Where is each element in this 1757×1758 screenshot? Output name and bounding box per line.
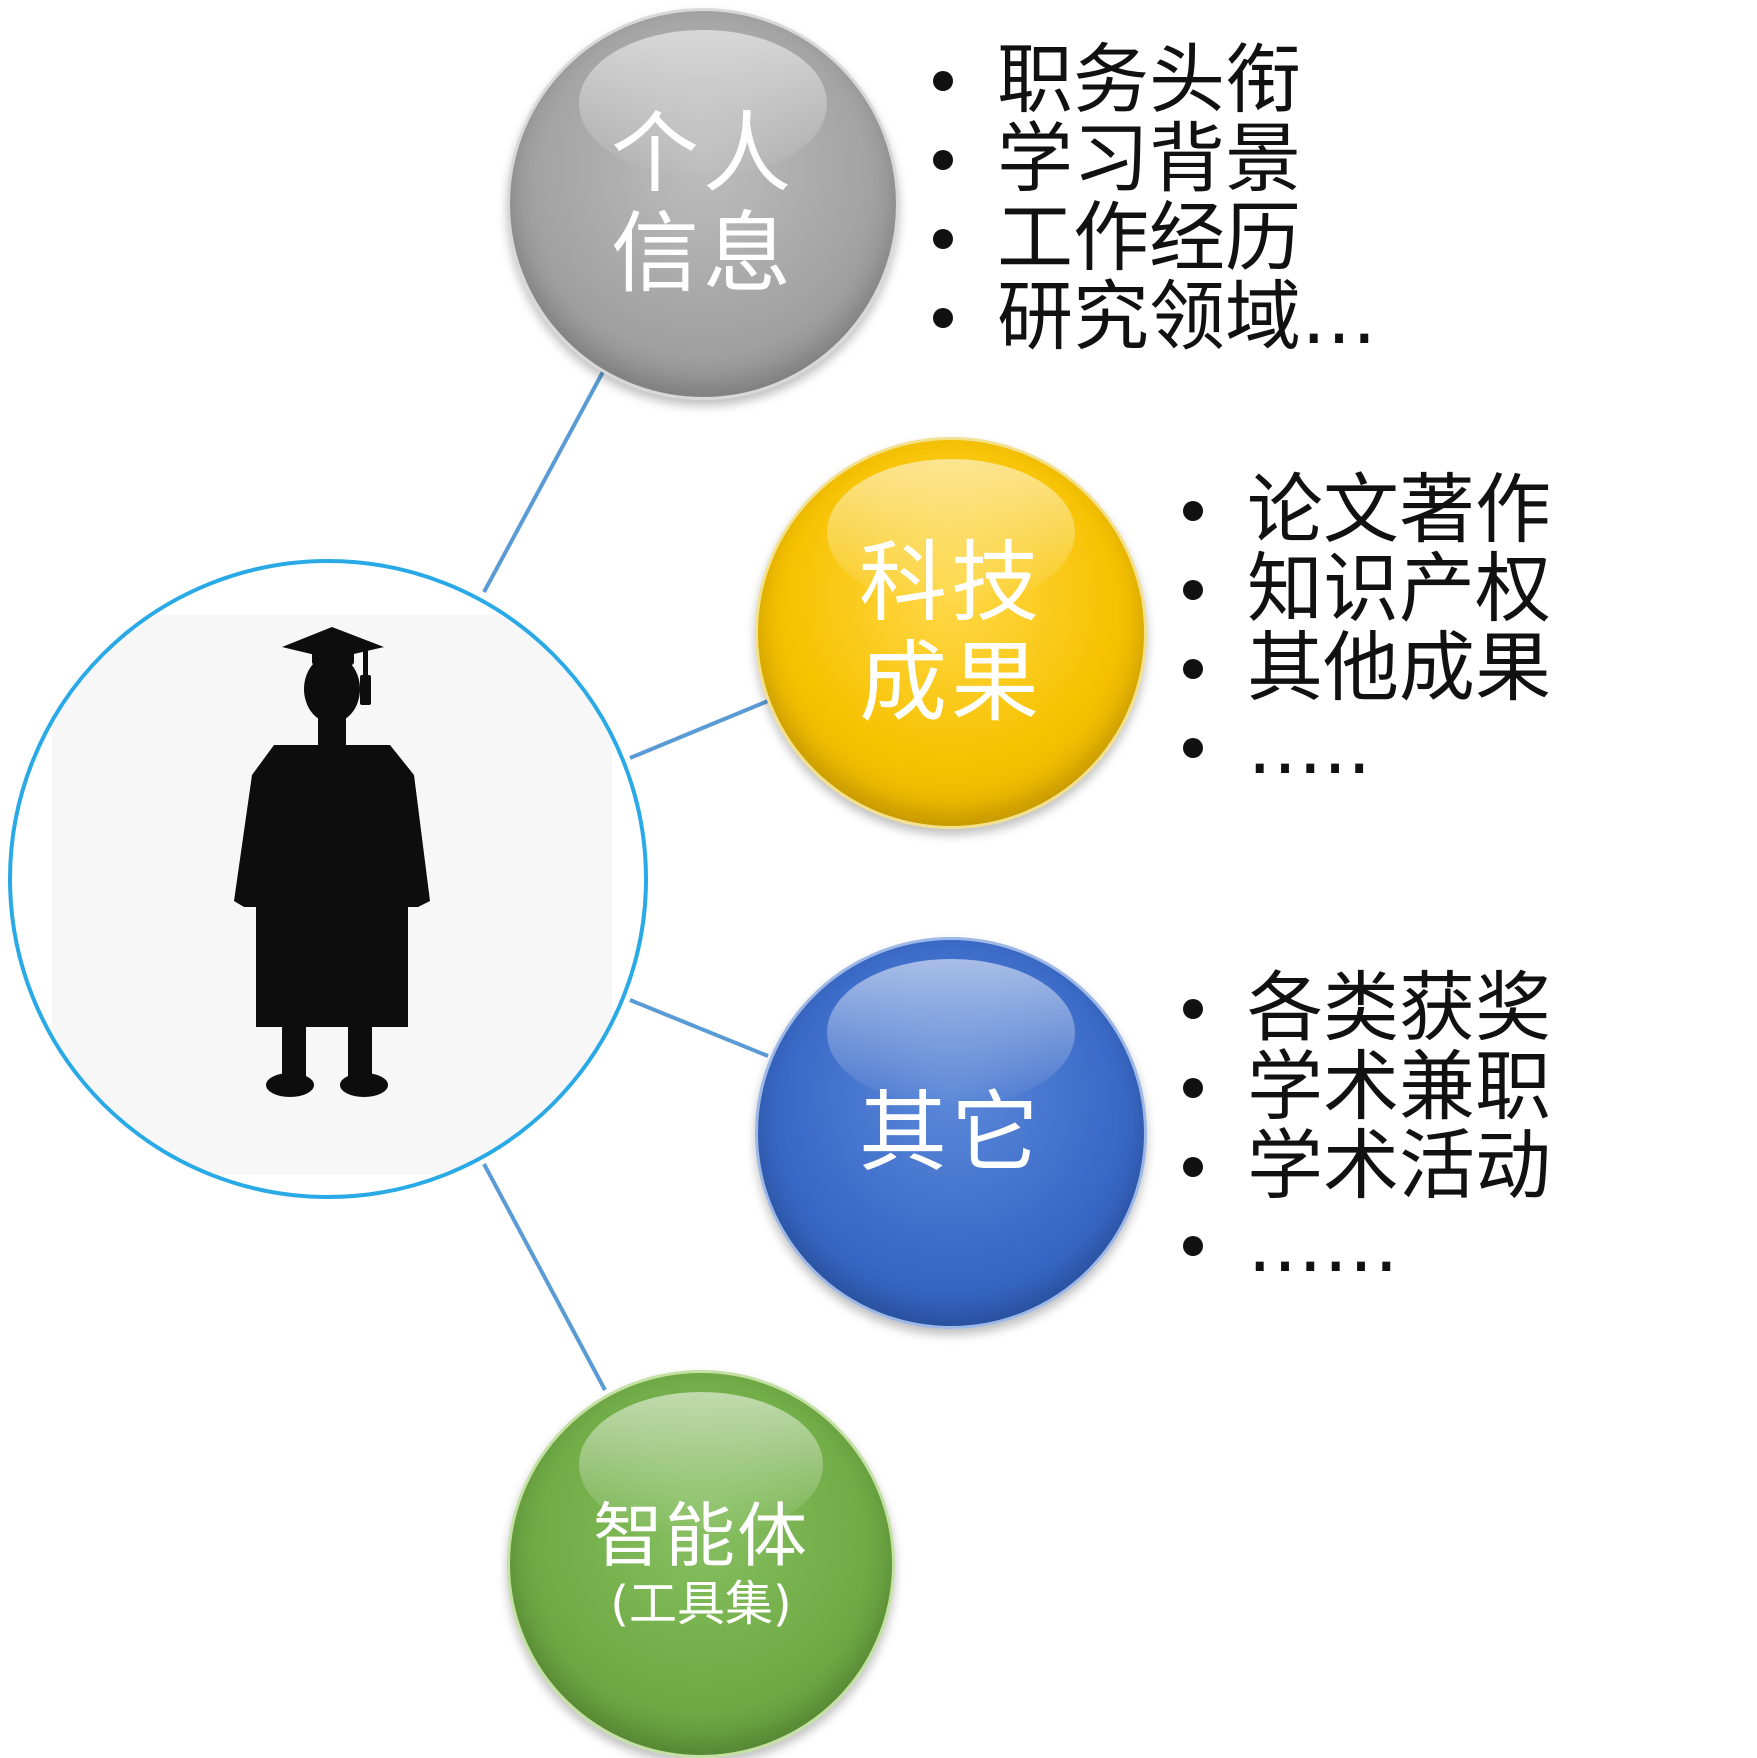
tech-achievements-list: 论文著作 知识产权 其他成果 ….. [1183,470,1551,786]
graduate-silhouette-icon [234,627,430,1097]
list-item: 其他成果 [1183,628,1551,707]
list-item: 知识产权 [1183,549,1551,628]
other-list: 各类获奖 学术兼职 学术活动 …… [1183,968,1551,1284]
list-item: 职务头衔 [933,40,1377,119]
category-personal-info-line2: 信息 [610,202,795,305]
personal-info-list: 职务头衔 学习背景 工作经历 研究领域… [933,40,1377,356]
category-other: 其它 [755,937,1147,1329]
connector-agent [482,1163,607,1391]
list-item: 工作经历 [933,198,1377,277]
category-agent-toolset: 智能体 (工具集) [507,1370,895,1758]
list-item: 学习背景 [933,119,1377,198]
list-item: 学术兼职 [1183,1047,1551,1126]
connector-personal [482,367,607,593]
category-personal-info-line1: 个人 [610,102,795,205]
list-item: 论文著作 [1183,470,1551,549]
connector-other [629,998,769,1058]
category-agent-label: 智能体 [593,1495,809,1577]
category-tech-line2: 成果 [858,631,1043,734]
connector-tech [629,699,769,760]
category-personal-info: 个人 信息 [507,8,899,400]
category-tech-achievements: 科技 成果 [755,437,1147,829]
list-item: ….. [1183,707,1551,786]
category-agent-sublabel: (工具集) [610,1576,792,1632]
category-tech-line1: 科技 [858,531,1043,634]
list-item: 各类获奖 [1183,968,1551,1047]
list-item: 学术活动 [1183,1126,1551,1205]
list-item: …… [1183,1205,1551,1284]
profile-center-circle [8,559,648,1199]
list-item: 研究领域… [933,277,1377,356]
category-other-label: 其它 [858,1081,1043,1184]
